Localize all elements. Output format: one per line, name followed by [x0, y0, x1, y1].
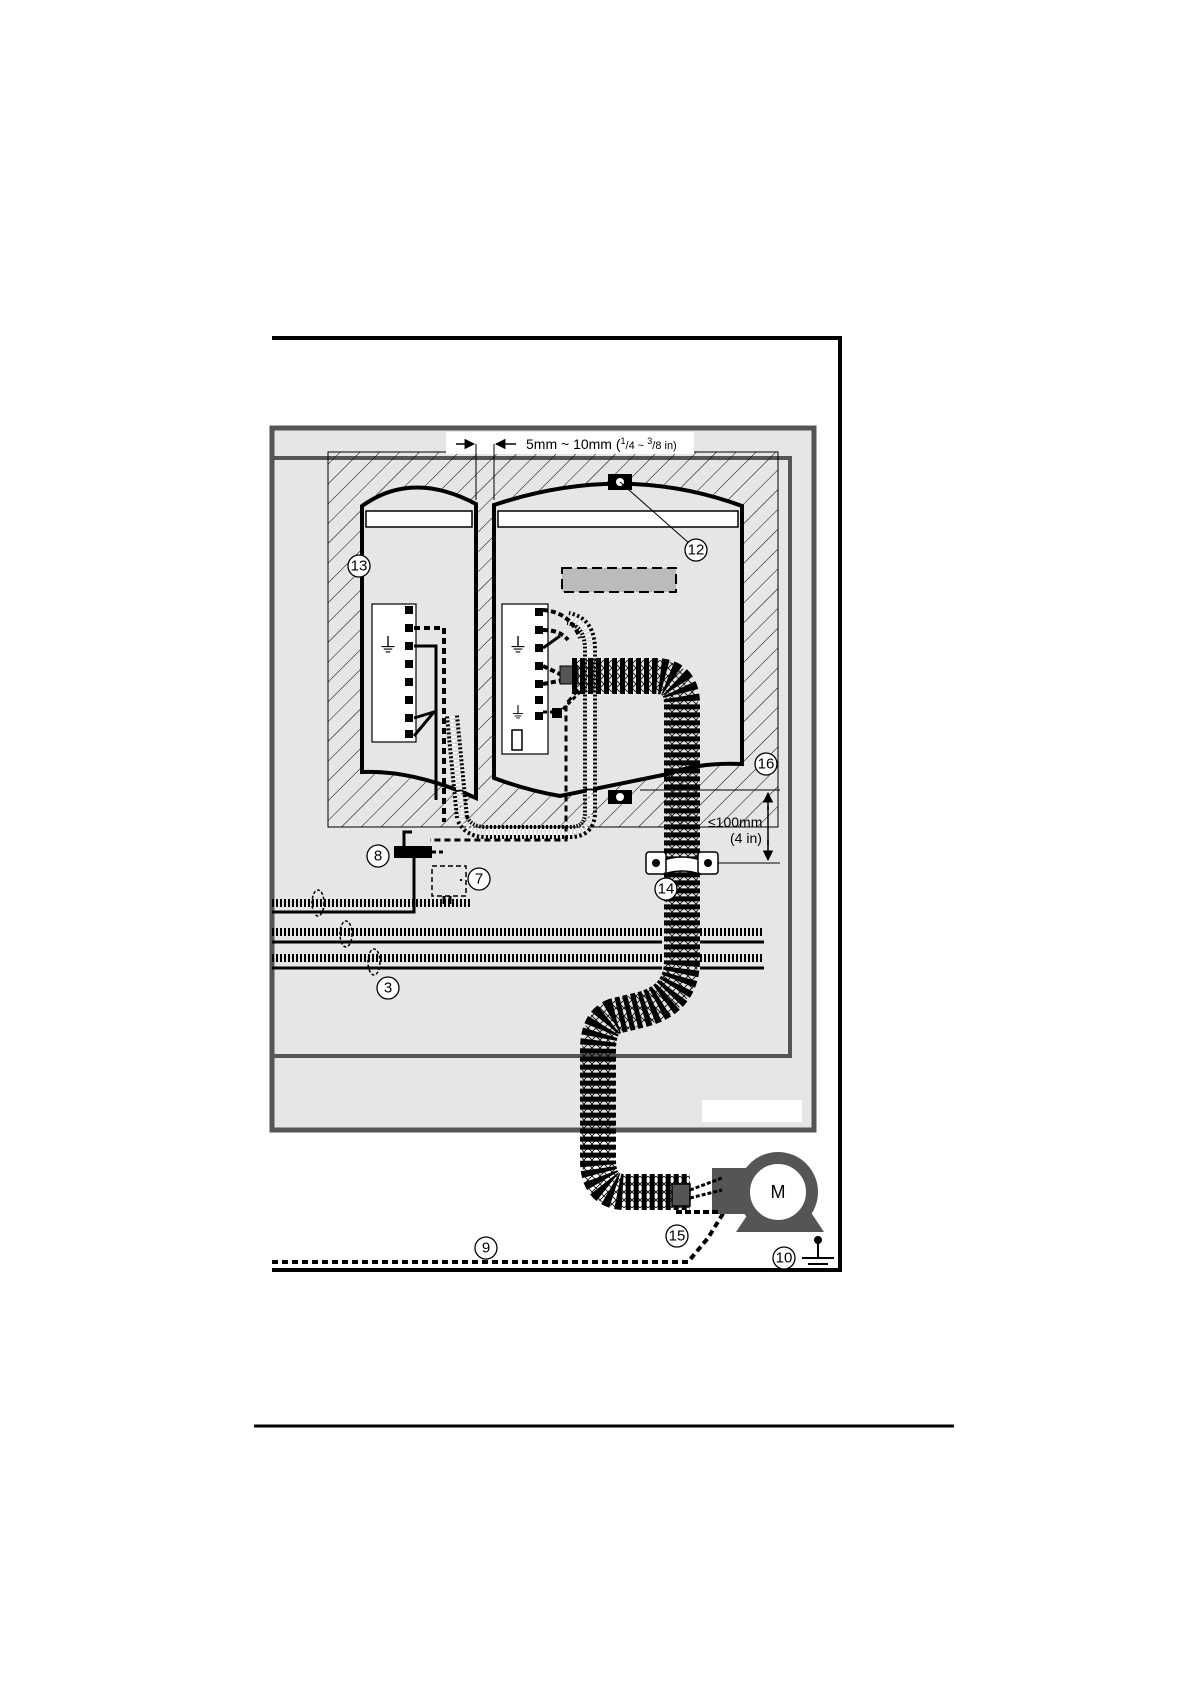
svg-text:8: 8 — [374, 848, 382, 865]
cable-gland — [672, 1184, 690, 1206]
callout-9: 9 — [475, 1237, 497, 1259]
motor-label: M — [771, 1182, 786, 1202]
callout-10: 10 — [773, 1247, 795, 1269]
right-drive-top-strip — [498, 511, 738, 527]
svg-text:7: 7 — [475, 871, 483, 888]
callout-16: 16 — [755, 753, 777, 775]
ground-icon: ⏚ — [378, 635, 398, 657]
svg-text:15: 15 — [669, 1228, 686, 1245]
earth-icon: ⏚ — [510, 704, 526, 722]
callout-13: 13 — [348, 555, 370, 577]
callout-3: 3 — [377, 977, 399, 999]
left-drive-top-strip — [366, 511, 472, 527]
svg-text:3: 3 — [384, 980, 392, 997]
right-drive-inner-filter — [562, 568, 676, 592]
svg-text:9: 9 — [482, 1240, 490, 1257]
callout-8: 8 — [367, 845, 389, 867]
cable-clamp — [664, 857, 700, 874]
svg-text:16: 16 — [758, 756, 775, 773]
svg-text:14: 14 — [658, 881, 675, 898]
distance-label-2: (4 in) — [730, 830, 762, 846]
svg-text:12: 12 — [688, 542, 705, 559]
callout-14: 14 — [655, 878, 677, 900]
ground-icon: ⏚ — [508, 635, 528, 657]
label-plate — [702, 1100, 802, 1122]
ground-wire — [272, 1212, 724, 1262]
svg-text:10: 10 — [776, 1250, 793, 1267]
ground-bar — [394, 846, 432, 858]
callout-15: 15 — [666, 1225, 688, 1247]
distance-label-1: ≤100mm — [708, 814, 762, 830]
callout-7: 7 — [468, 868, 490, 890]
svg-text:13: 13 — [351, 558, 368, 575]
callout-12: 12 — [685, 539, 707, 561]
resistor-icon — [512, 730, 522, 750]
